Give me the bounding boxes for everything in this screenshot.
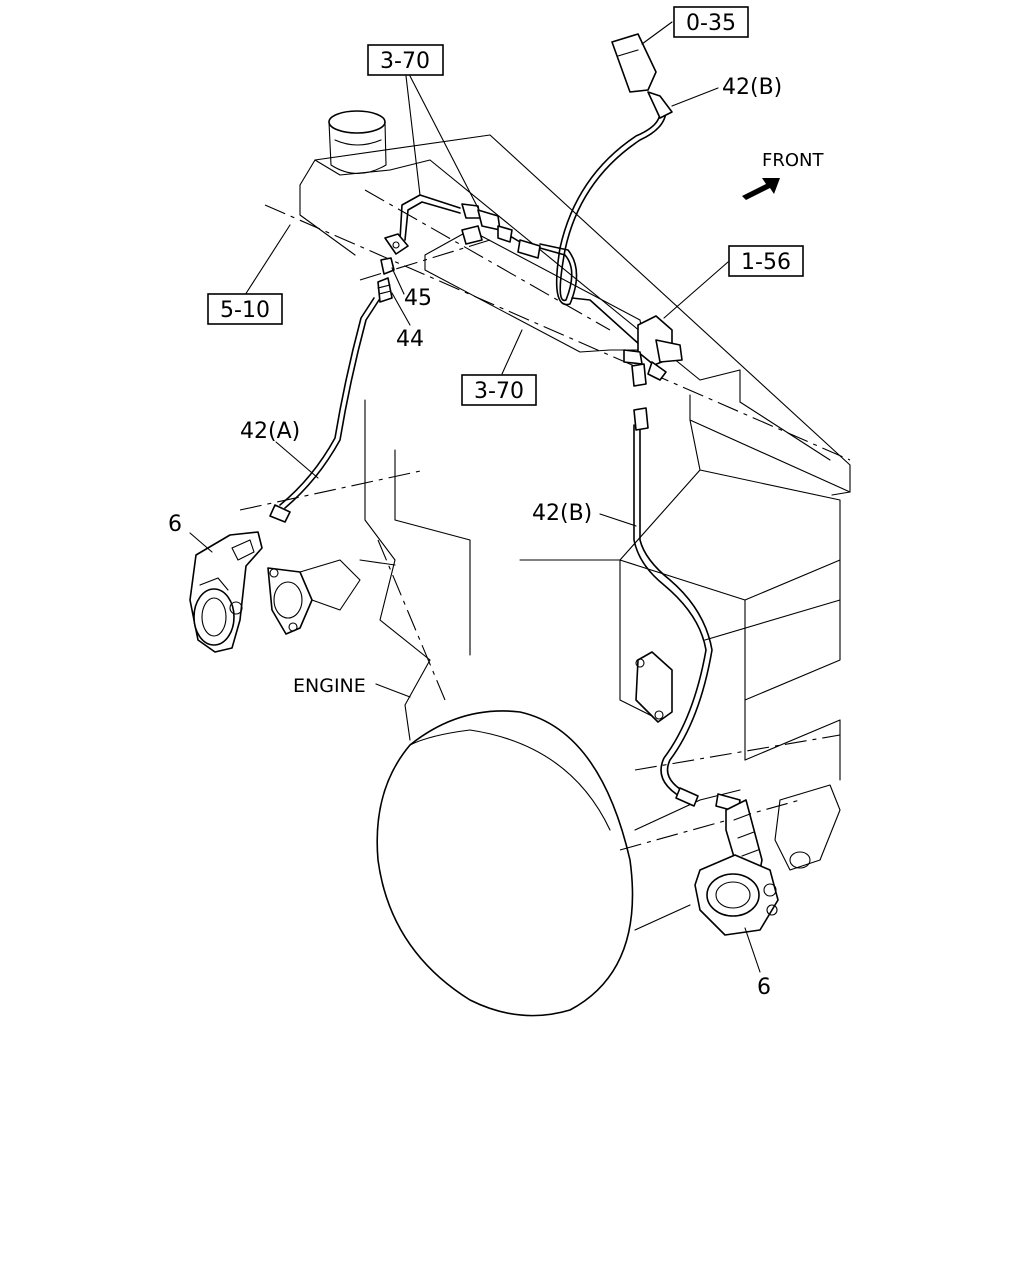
nut-44-icon [377, 257, 395, 303]
exhaust-brake-actuator-right [694, 799, 779, 936]
callout-42a: 42(A) [240, 419, 300, 444]
callout-44: 44 [396, 327, 424, 352]
ref-box-3-70-center-label: 3-70 [474, 379, 524, 404]
engine-label: ENGINE [293, 675, 366, 697]
exhaust-flange-left [267, 559, 361, 635]
sensor-0-35-icon [611, 33, 673, 119]
ref-box-3-70-top-label: 3-70 [380, 49, 430, 74]
ref-box-1-56-label: 1-56 [741, 250, 791, 275]
brake-pipes [279, 109, 713, 802]
oil-filler-cap [328, 110, 387, 175]
bracket-45-icon [384, 233, 409, 255]
front-arrow-icon [742, 178, 780, 200]
leader-lines [189, 21, 761, 973]
fittings [269, 33, 741, 813]
ref-box-5-10-label: 5-10 [220, 298, 270, 323]
exhaust-brake-actuator-left [189, 531, 263, 653]
ref-box-0-35-label: 0-35 [686, 11, 736, 36]
ref-box-5-10: 5-10 [207, 293, 283, 325]
callout-42b-top: 42(B) [722, 75, 782, 100]
callout-6-left: 6 [168, 512, 182, 537]
callout-6-right: 6 [757, 975, 771, 1000]
exhaust-flange-right [635, 651, 673, 723]
solenoid-valve-1-56-icon [623, 315, 683, 431]
engine-outline [267, 110, 851, 1017]
centerlines [239, 189, 851, 851]
ref-box-1-56: 1-56 [728, 245, 804, 277]
callout-45: 45 [404, 286, 432, 311]
tee-fitting-icon [461, 203, 541, 259]
ref-box-0-35: 0-35 [673, 6, 749, 38]
flywheel-housing [376, 710, 634, 1017]
ref-box-3-70-top: 3-70 [367, 44, 444, 76]
pipe-42a [284, 299, 380, 509]
ref-box-3-70-center: 3-70 [461, 374, 537, 406]
pipe-42b-right [639, 424, 713, 796]
front-label: FRONT [762, 150, 824, 171]
pipe-42b-top [539, 109, 667, 302]
callout-42b-right: 42(B) [532, 501, 592, 526]
